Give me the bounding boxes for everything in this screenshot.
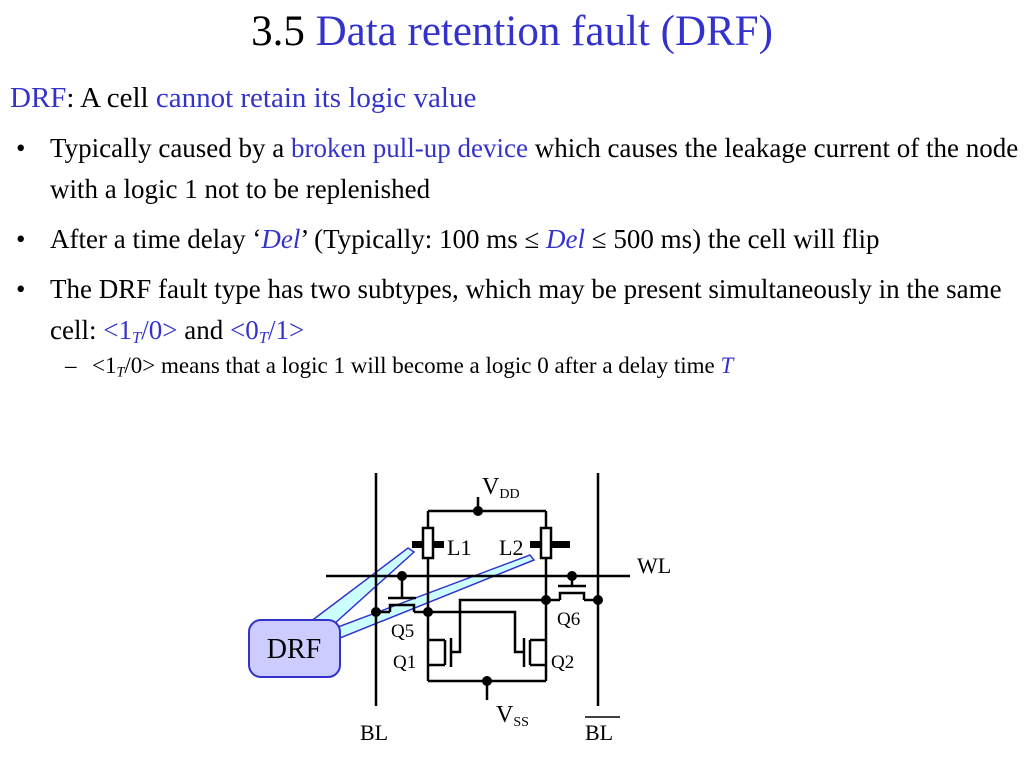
l2-break-left <box>530 541 540 548</box>
bullet-highlight: broken pull-up device <box>291 133 528 163</box>
fault-primitive-2: <0T/1> <box>230 315 305 348</box>
fp-subscript: T <box>131 328 142 348</box>
bullet-marker: • <box>16 224 26 254</box>
vdd-label: VDD <box>482 474 520 502</box>
bullet-list: • Typically caused by a broken pull-up de… <box>10 128 1020 381</box>
l1-break-right <box>434 541 444 548</box>
sub-bullet-marker: – <box>65 353 77 378</box>
sub-bullet-meaning: –<1T/0> means that a logic 1 will become… <box>10 351 1020 381</box>
bullet-text: and <box>177 315 230 345</box>
delay-symbol: T <box>720 353 734 378</box>
bullet-text: ≤ 500 ms) the cell will flip <box>585 224 880 254</box>
fault-primitive-1: <1T/0> <box>103 315 178 348</box>
l1-resistor <box>421 526 435 560</box>
wl-label: WL <box>637 553 671 578</box>
bullet-text: ’ (Typically: 100 ms ≤ <box>300 224 547 254</box>
fp-subscript: T <box>258 328 269 348</box>
junction-dot <box>473 506 483 516</box>
bullet-marker: • <box>16 274 26 304</box>
sub-text: /0> means that a logic 1 will become a l… <box>124 353 721 378</box>
bullet-text: which causes the leakage current of the … <box>50 133 1019 204</box>
junction-dot <box>593 595 603 605</box>
definition-term: DRF <box>10 82 67 114</box>
bullet-text: After a time delay ‘ <box>50 224 262 254</box>
junction-dot <box>397 571 407 581</box>
blb-label: BL <box>585 720 613 745</box>
fp-part: /1> <box>268 315 305 345</box>
fp-part: <0 <box>230 315 259 345</box>
l2-break-right <box>552 541 570 548</box>
title-number: 3.5 <box>251 8 316 55</box>
l1-label: L1 <box>447 535 471 560</box>
junction-dot <box>423 607 433 617</box>
q2-label: Q2 <box>551 652 574 673</box>
drf-callout-box <box>248 619 341 678</box>
bullet-subtypes: • The DRF fault type has two subtypes, wh… <box>10 269 1020 351</box>
drf-callout-label: DRF <box>267 634 321 665</box>
bullet-marker: • <box>16 133 26 163</box>
bullet-text: Typically caused by a <box>50 133 292 163</box>
junction-dot <box>482 676 492 686</box>
definition-highlight: cannot retain its logic value <box>155 82 477 114</box>
l1-break-left <box>412 541 422 548</box>
fp-part: <1 <box>103 315 132 345</box>
q5-label: Q5 <box>391 621 414 642</box>
bl-label: BL <box>360 720 388 745</box>
l2-label: L2 <box>499 535 523 560</box>
junction-dot <box>371 607 381 617</box>
q1-label: Q1 <box>393 652 416 673</box>
cross-couple-right <box>451 598 546 654</box>
vss-label: VSS <box>496 702 529 730</box>
q6-channel <box>558 591 586 600</box>
l2-resistor <box>539 526 553 560</box>
del-term: Del <box>261 224 301 254</box>
q5-channel <box>388 603 416 612</box>
fp-part: /0> <box>141 315 178 345</box>
junction-dot <box>541 595 551 605</box>
q6-label: Q6 <box>557 609 580 630</box>
title-text: Data retention fault (DRF) <box>315 8 773 55</box>
bullet-text: The DRF fault type has two subtypes, whi… <box>50 274 1002 345</box>
definition-line: DRF: A cell cannot retain its logic valu… <box>10 78 476 118</box>
del-term: Del <box>546 224 586 254</box>
bullet-cause: • Typically caused by a broken pull-up de… <box>10 128 1020 210</box>
bullet-delay: •After a time delay ‘Del’ (Typically: 10… <box>10 219 1020 260</box>
definition-separator: : A cell <box>66 82 156 114</box>
slide-title: 3.5 Data retention fault (DRF) <box>0 2 1024 62</box>
fp-subscript: T <box>116 364 125 381</box>
junction-dot <box>567 571 577 581</box>
cross-couple-left <box>428 610 524 654</box>
sub-text: <1 <box>92 353 117 378</box>
